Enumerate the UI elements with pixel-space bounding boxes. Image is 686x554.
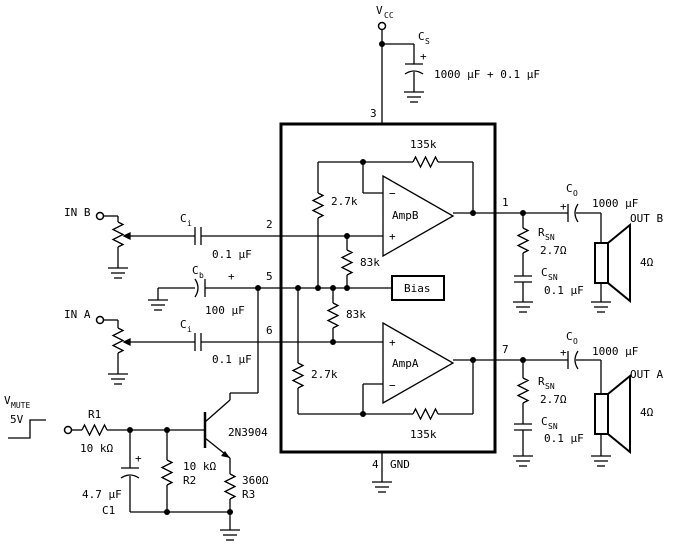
- pin-7-label: 7: [502, 343, 509, 356]
- csn-a-label: C: [541, 415, 548, 428]
- vmute-label: V: [4, 394, 11, 407]
- ci-b-subscript: i: [187, 219, 192, 228]
- out-b-label: OUT B: [630, 212, 663, 225]
- cb-subscript: b: [199, 271, 204, 280]
- rsn-a-value: 2.7Ω: [540, 393, 567, 406]
- amp-b-label: AmpB: [392, 209, 419, 222]
- rsn-a-label: R: [538, 375, 545, 388]
- out-a-label: OUT A: [630, 368, 663, 381]
- pin-4-label: 4: [372, 458, 379, 471]
- divider-lower-label: 83k: [346, 308, 366, 321]
- input-a-circuit: [95, 315, 281, 385]
- ci-a-label: C: [180, 318, 187, 331]
- pin-1-label: 1: [502, 196, 509, 209]
- csn-b-label: C: [541, 266, 548, 279]
- rsn-b-value: 2.7Ω: [540, 244, 567, 257]
- c1-value: 4.7 μF: [82, 488, 122, 501]
- bias-block-label: Bias: [404, 282, 431, 295]
- co-b-subscript: O: [573, 189, 578, 198]
- bypass-circuit: [148, 278, 281, 311]
- rsn-a-subscript: SN: [545, 382, 555, 391]
- pin-2-label: 2: [266, 218, 273, 231]
- co-b-polarity: +: [560, 200, 567, 213]
- amp-b-input-resistor-label: 2.7k: [331, 195, 358, 208]
- pin-5-label: 5: [266, 270, 273, 283]
- ci-b-value: 0.1 μF: [212, 248, 252, 261]
- ci-b-label: C: [180, 212, 187, 225]
- output-b-circuit: [495, 203, 631, 313]
- r1-value: 10 kΩ: [80, 442, 113, 455]
- cb-value: 100 μF: [205, 304, 245, 317]
- csn-a-value: 0.1 μF: [544, 432, 584, 445]
- csn-b-value: 0.1 μF: [544, 284, 584, 297]
- r2-value: 10 kΩ: [183, 460, 216, 473]
- vcc-label: V: [376, 4, 383, 17]
- co-a-value: 1000 μF: [592, 345, 638, 358]
- amp-a-label: AmpA: [392, 357, 419, 370]
- amp-a-feedback-resistor-label: 135k: [410, 428, 437, 441]
- co-b-value: 1000 μF: [592, 197, 638, 210]
- rsn-b-subscript: SN: [545, 233, 555, 242]
- c1-name: C1: [102, 504, 115, 517]
- amp-a-plus: +: [389, 336, 396, 349]
- r3-value: 360Ω: [242, 474, 269, 487]
- cs-label: C: [418, 30, 425, 43]
- in-a-label: IN A: [64, 308, 91, 321]
- speaker-b-value: 4Ω: [640, 256, 654, 269]
- co-a-polarity: +: [560, 346, 567, 359]
- vmute-level: 5V: [10, 413, 24, 426]
- output-a-circuit: [495, 350, 631, 467]
- ci-a-value: 0.1 μF: [212, 353, 252, 366]
- cb-polarity: +: [228, 270, 235, 283]
- r3-name: R3: [242, 488, 255, 501]
- vcc-supply: [377, 21, 424, 124]
- amp-b-plus: +: [389, 230, 396, 243]
- csn-b-subscript: SN: [548, 273, 558, 282]
- co-b-label: C: [566, 182, 573, 195]
- in-b-label: IN B: [64, 206, 91, 219]
- amp-b-minus: −: [389, 187, 396, 200]
- csn-a-subscript: SN: [548, 422, 558, 431]
- cs-subscript: S: [425, 37, 430, 46]
- amp-b-feedback-resistor-label: 135k: [410, 138, 437, 151]
- mute-circuit: [8, 288, 259, 541]
- speaker-a-value: 4Ω: [640, 406, 654, 419]
- r1-name: R1: [88, 408, 101, 421]
- transistor-label: 2N3904: [228, 426, 268, 439]
- divider-upper-label: 83k: [360, 256, 380, 269]
- cb-label: C: [192, 264, 199, 277]
- amp-a-minus: −: [389, 379, 396, 392]
- ci-a-subscript: i: [187, 325, 192, 334]
- amp-b-circuit: [280, 155, 495, 288]
- cs-value: 1000 μF + 0.1 μF: [434, 68, 540, 81]
- r2-name: R2: [183, 474, 196, 487]
- cs-polarity: +: [420, 50, 427, 63]
- gnd-label: GND: [390, 458, 410, 471]
- vmute-subscript: MUTE: [11, 401, 30, 410]
- rsn-b-label: R: [538, 226, 545, 239]
- co-a-subscript: O: [573, 337, 578, 346]
- vcc-subscript: CC: [384, 11, 394, 20]
- co-a-label: C: [566, 330, 573, 343]
- ic-ground: [372, 452, 392, 493]
- c1-polarity: +: [135, 452, 142, 465]
- amp-a-input-resistor-label: 2.7k: [311, 368, 338, 381]
- amp-a-circuit: [280, 288, 495, 421]
- pin-3-label: 3: [370, 107, 377, 120]
- input-b-circuit: [95, 211, 281, 279]
- pin-6-label: 6: [266, 324, 273, 337]
